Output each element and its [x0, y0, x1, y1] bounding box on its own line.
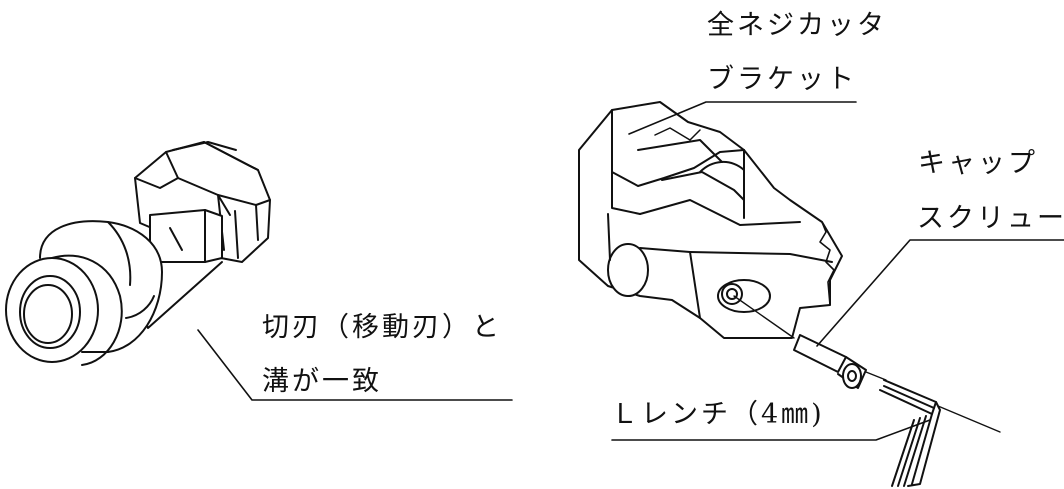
cutter-bracket-part: [578, 101, 843, 339]
cap-screw: [793, 334, 867, 389]
blade-label-line1: 切刃（移動刃）と: [262, 312, 502, 343]
screw-axis-line: [733, 295, 795, 339]
cap-screw-label-line1: キャップ: [918, 148, 1038, 179]
l-wrench: [879, 379, 1001, 487]
cutter-die-part: [5, 141, 271, 366]
bracket-label-line1: 全ネジカッタ: [707, 10, 887, 41]
l-wrench-label: Ｌレンチ（4㎜): [611, 399, 825, 430]
leader-lines: [197, 101, 1064, 441]
bracket-label-line2: ブラケット: [707, 64, 857, 95]
cap-screw-label-line2: スクリュー: [917, 203, 1064, 234]
blade-label-line2: 溝が一致: [262, 366, 382, 397]
front-cylinder: [5, 254, 123, 366]
